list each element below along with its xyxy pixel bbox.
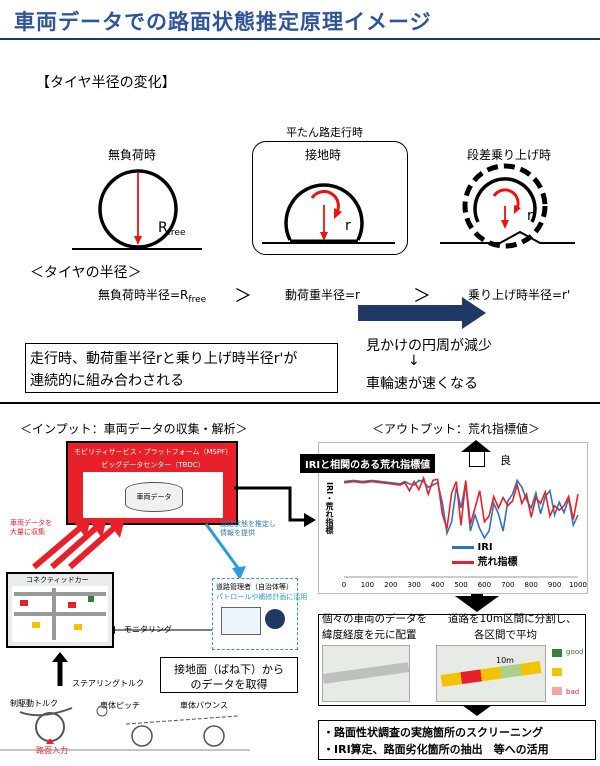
effect-2: 車輪速が速くなる — [366, 376, 478, 392]
connected-car-panel: コネクティッドカー — [6, 572, 114, 648]
x-tick-label: 600 — [478, 581, 491, 589]
gt-sign-2: ＞ — [413, 286, 431, 307]
collect-arrows — [32, 525, 116, 570]
x-tick-label: 200 — [384, 581, 397, 589]
tire-step — [440, 163, 575, 249]
note-line-2: 連続的に組み合わされる — [30, 373, 184, 389]
tire-no-load — [72, 169, 202, 250]
vehicle-data-cylinder: 車両データ — [125, 482, 183, 512]
good-arrow-head — [461, 440, 491, 452]
radius-loaded: 動荷重半径=r — [285, 288, 360, 302]
contact-data-callout: 接地面（ばね下）から のデータを取得 — [160, 657, 298, 693]
tbdc-box: ビッグデータセンター（TBDC） 車両データ — [82, 459, 224, 519]
section-heading: 【タイヤ半径の変化】 — [36, 75, 176, 91]
effect-arrow: ↓ — [408, 353, 420, 369]
segment-map — [436, 645, 546, 702]
x-tick-label: 800 — [525, 581, 538, 589]
monitoring-label: モニタリング — [124, 625, 172, 634]
ten-m-label: 10m — [496, 656, 514, 665]
note-box: 走行時、動荷重半径rと乗り上げ時半径r'が 連続的に組み合わされる — [25, 343, 338, 393]
good-label: 良 — [500, 454, 511, 467]
collect-label: 車両データを大量に収集 — [10, 519, 52, 536]
scale-mid-swatch — [552, 668, 562, 676]
body-bounce-label: 車体バウンス — [180, 701, 228, 710]
r-prime-label: r' — [527, 208, 537, 224]
legend: IRI 荒れ指標 — [452, 542, 517, 568]
result-box: ・路面性状調査の実施箇所のスクリーニング ・IRI算定、路面劣化箇所の抽出 等へ… — [318, 720, 596, 760]
provide-label: 道路状態を推定し情報を提供 — [220, 520, 276, 537]
road-admin-label-2: パトロールや補修計画に活用 — [216, 593, 308, 601]
down-arrow-1 — [455, 588, 499, 612]
step2-line-1: 道路を10m区間に分割し、 — [448, 613, 577, 625]
gt-sign-1: ＞ — [234, 286, 252, 307]
steering-label: ステアリングトルク — [72, 679, 144, 688]
x-tick-label: 100 — [361, 581, 374, 589]
title-underline — [0, 38, 600, 40]
note-line-1: 走行時、動荷重半径rと乗り上げ時半径r'が — [30, 351, 298, 367]
tire-radius-heading: ＜タイヤの半径＞ — [30, 265, 142, 281]
legend-iri: IRI — [477, 542, 493, 553]
x-tick-label: 400 — [431, 581, 444, 589]
r-label: r — [345, 218, 351, 234]
y-axis-label: IRI・荒れ指標 — [325, 482, 334, 535]
brake-torque-label: 制駆動トルク — [10, 699, 58, 708]
tire-diagrams — [72, 163, 575, 329]
connected-car-map — [12, 586, 108, 642]
x-tick-label: 500 — [454, 581, 467, 589]
flat-road-label: 平たん路走行時 — [286, 126, 363, 139]
reduction-arrow — [358, 297, 486, 329]
page-title: 車両データでの路面状態推定原理イメージ — [14, 10, 432, 34]
effect-1: 見かけの円周が減少 — [366, 338, 492, 354]
state-no-load: 無負荷時 — [108, 148, 157, 162]
result-line-2: ・IRI算定、路面劣化箇所の抽出 等への活用 — [323, 743, 549, 756]
road-admin-panel: 道路管理者（自治体等） パトロールや補修計画に活用 — [212, 578, 307, 650]
series-line-1 — [343, 475, 579, 529]
correlation-label: IRIと相関のある荒れ指標値 — [300, 454, 436, 473]
good-arrow-shaft — [469, 450, 485, 467]
contact-data-line-1: 接地面（ばね下）から — [174, 663, 284, 676]
mspf-label: モビリティサービス・プラットフォーム（MSPF） — [74, 448, 233, 456]
legend-roughness: 荒れ指標 — [477, 557, 518, 568]
x-tick-label: 700 — [501, 581, 514, 589]
result-line-1: ・路面性状調査の実施箇所のスクリーニング — [323, 726, 543, 739]
scale-good-label: good — [566, 648, 584, 656]
x-tick-label: 1000 — [569, 581, 587, 589]
state-contact: 接地時 — [305, 148, 342, 162]
scale-bad-label: bad — [566, 688, 580, 696]
output-heading: ＜アウトプット：荒れ指標値＞ — [372, 422, 541, 436]
body-pitch-label: 車体ピッチ — [100, 701, 140, 710]
scale-bad-swatch — [552, 687, 562, 695]
r-free-label: Rfree — [158, 220, 186, 238]
tire-contact — [262, 183, 395, 244]
radius-no-load: 無負荷時半径=Rfree — [98, 288, 207, 305]
x-tick-label: 300 — [408, 581, 421, 589]
connected-car-label: コネクティッドカー — [26, 576, 89, 584]
section-divider — [0, 402, 600, 404]
x-tick-label: 0 — [342, 581, 346, 589]
scatter-map — [322, 645, 410, 702]
series-line-0 — [343, 478, 579, 540]
step2-line-2: 各区間で平均 — [474, 629, 537, 641]
contact-data-line-2: のデータを取得 — [190, 678, 268, 691]
step1-line-1: 個々の車両のデータを — [322, 613, 427, 625]
provide-arrow — [232, 566, 246, 580]
mspf-box: モビリティサービス・プラットフォーム（MSPF） ビッグデータセンター（TBDC… — [66, 441, 238, 525]
input-heading: ＜インプット：車両データの収集・解析＞ — [20, 422, 248, 436]
state-step: 段差乗り上げ時 — [467, 148, 552, 162]
x-tick-label: 900 — [548, 581, 561, 589]
flat-road-frame — [252, 141, 408, 255]
road-admin-label-1: 道路管理者（自治体等） — [216, 583, 293, 591]
radius-step: 乗り上げ時半径=r' — [468, 288, 571, 302]
tbdc-label: ビッグデータセンター（TBDC） — [83, 460, 223, 472]
operator-icon — [265, 609, 285, 629]
scale-good-swatch — [552, 649, 562, 657]
vehicle-data-label: 車両データ — [136, 493, 172, 501]
step1-line-2: 緯度経度を元に配置 — [322, 629, 417, 641]
monitor-icon — [221, 607, 261, 635]
